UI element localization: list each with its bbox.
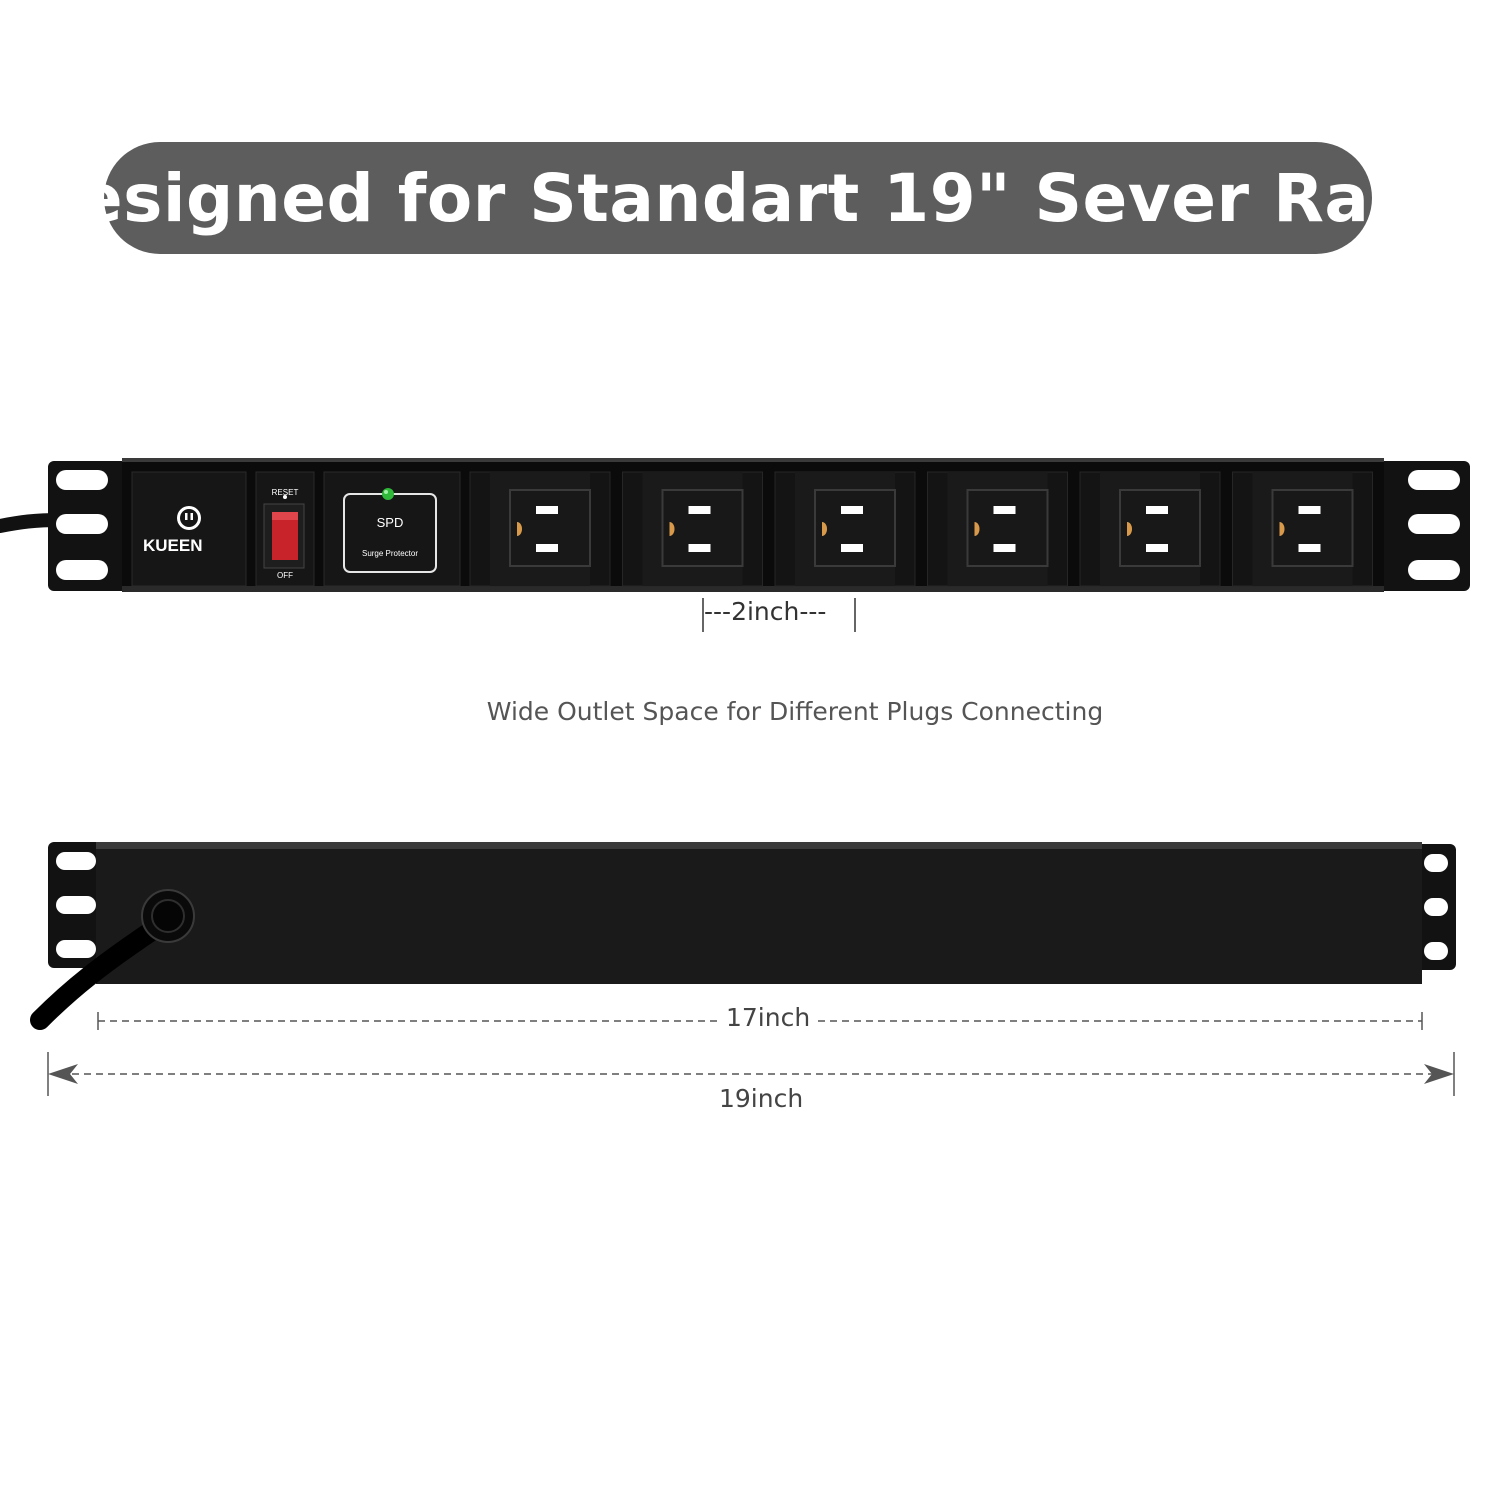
outlet-socket[interactable] bbox=[661, 489, 744, 567]
pdu-front-illustration: KUEEN RESET OFF SPD Surge Protector bbox=[0, 458, 1470, 592]
spd-sublabel: Surge Protector bbox=[362, 549, 418, 558]
ground-pin-icon bbox=[974, 522, 980, 536]
outlet-module bbox=[1232, 471, 1373, 587]
switch-off-label: OFF bbox=[277, 571, 293, 580]
headline-text: Designed for Standart 19" Sever Rack bbox=[22, 159, 1454, 237]
arrow-right-icon bbox=[1424, 1064, 1454, 1084]
outlet-module bbox=[622, 471, 763, 587]
logo-module bbox=[131, 471, 247, 587]
right-mounting-ear bbox=[1372, 461, 1470, 591]
power-switch[interactable] bbox=[272, 512, 298, 560]
rack-width-label: 19inch bbox=[719, 1084, 804, 1113]
outlet-socket[interactable] bbox=[509, 489, 591, 567]
switch-reset-label: RESET bbox=[272, 488, 299, 497]
ground-pin-icon bbox=[1279, 522, 1285, 536]
spd-label: SPD bbox=[377, 515, 404, 530]
arrow-left-icon bbox=[48, 1064, 78, 1084]
ground-pin-icon bbox=[517, 522, 522, 536]
left-mounting-ear bbox=[48, 461, 132, 591]
outlet-module bbox=[1079, 471, 1221, 587]
outlet-spacing-label: ---2inch--- bbox=[704, 597, 827, 626]
outlet-module bbox=[774, 471, 916, 587]
spd-indicator-icon bbox=[382, 488, 394, 500]
rack-width-marker bbox=[47, 1052, 1455, 1096]
back-left-ear bbox=[48, 842, 108, 968]
pdu-back-illustration bbox=[30, 842, 1456, 1030]
outlet-socket[interactable] bbox=[1271, 489, 1354, 567]
outlet-module bbox=[927, 471, 1068, 587]
outlet-row bbox=[469, 471, 1373, 587]
outlet-socket[interactable] bbox=[966, 489, 1049, 567]
outlet-module bbox=[469, 471, 611, 587]
body-length-label: 17inch bbox=[718, 1003, 819, 1032]
ground-pin-icon bbox=[1127, 522, 1132, 536]
caption-text: Wide Outlet Space for Different Plugs Co… bbox=[486, 697, 1104, 726]
headline-banner: Designed for Standart 19" Sever Rack bbox=[23, 142, 1453, 254]
back-power-cord bbox=[30, 910, 178, 1030]
pdu-back-view bbox=[0, 820, 1500, 1040]
outlet-socket[interactable] bbox=[814, 489, 896, 567]
brand-logo-text: KUEEN bbox=[143, 536, 203, 555]
outlet-spacing-marker bbox=[702, 598, 856, 632]
outlet-socket[interactable] bbox=[1119, 489, 1201, 567]
pdu-front-view: KUEEN RESET OFF SPD Surge Protector bbox=[0, 440, 1500, 640]
cord-grommet-icon bbox=[141, 889, 195, 943]
ground-pin-icon bbox=[822, 522, 827, 536]
ground-pin-icon bbox=[669, 522, 675, 536]
